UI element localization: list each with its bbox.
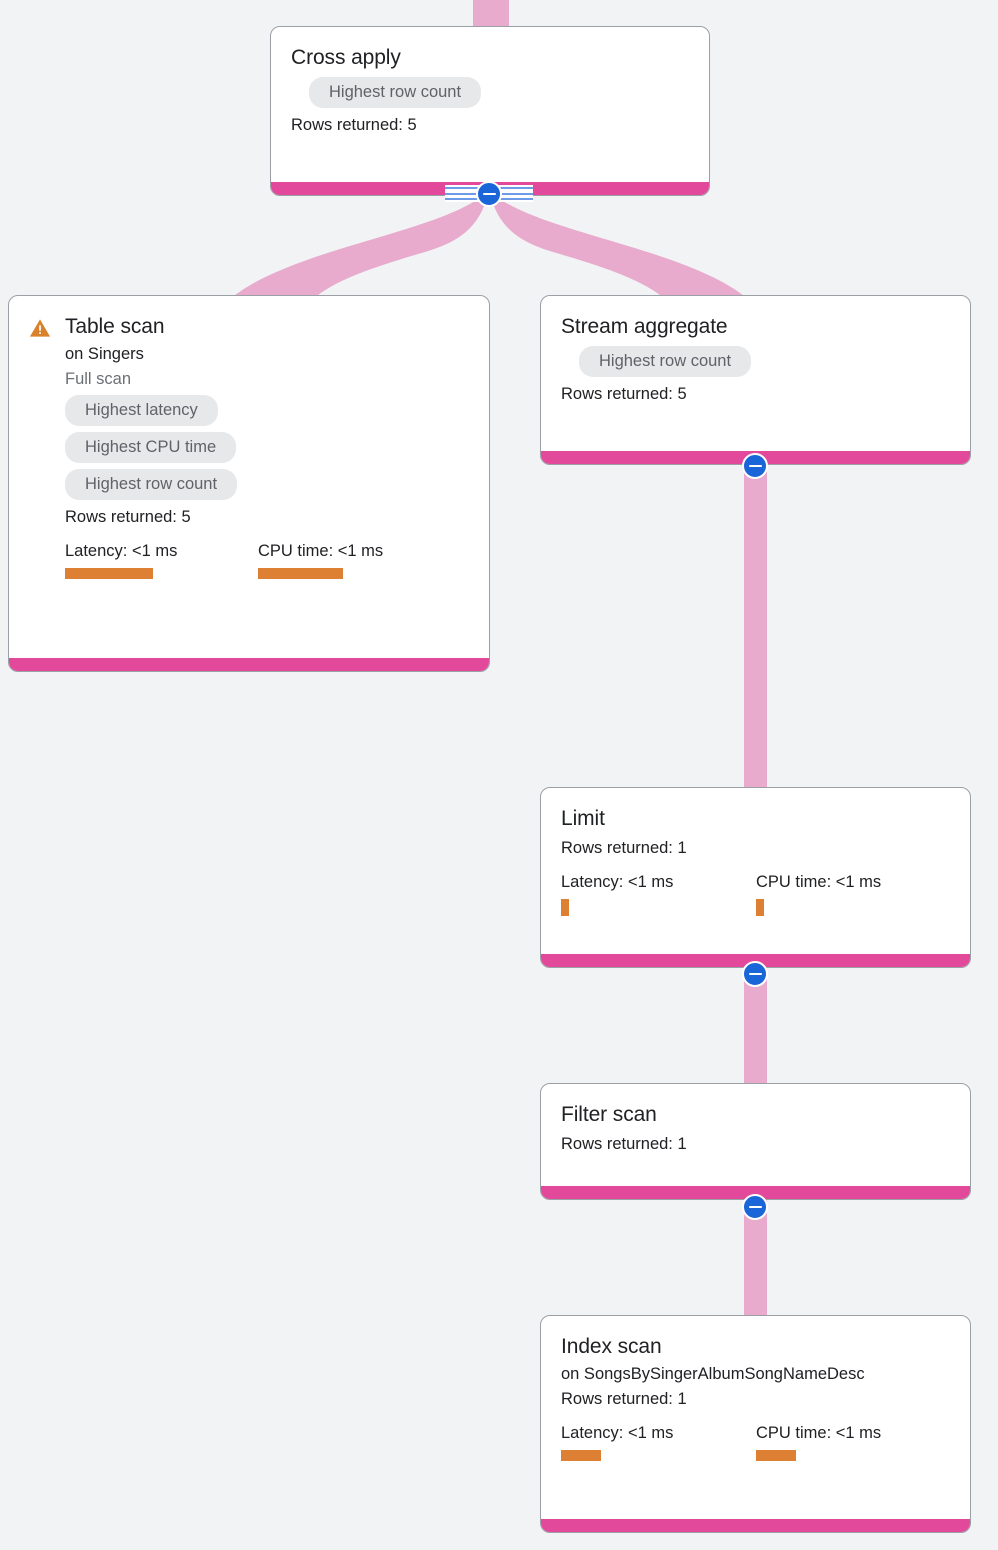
node-stream-aggregate-body: Stream aggregate Highest row count Rows … xyxy=(541,296,970,451)
node-filter-scan-header: Filter scan xyxy=(561,1102,657,1128)
rows-returned-text: Rows returned: 1 xyxy=(561,839,687,857)
node-cross-apply[interactable]: Cross apply Highest row count Rows retur… xyxy=(270,26,710,196)
metric-latency-bar xyxy=(561,899,569,916)
metric-cpu-time-label: CPU time: <1 ms xyxy=(756,1424,882,1442)
node-title: Cross apply xyxy=(291,46,401,69)
node-limit-header: Limit xyxy=(561,806,605,832)
badge-list: Highest latency Highest CPU time Highest… xyxy=(65,392,238,503)
rows-returned-text: Rows returned: 5 xyxy=(65,508,191,526)
collapse-toggle-limit[interactable] xyxy=(742,961,768,987)
node-accent-bar xyxy=(9,658,489,671)
node-title: Table scan xyxy=(65,315,165,338)
rows-returned-text: Rows returned: 1 xyxy=(561,1390,687,1408)
node-index-scan[interactable]: Index scan on SongsBySingerAlbumSongName… xyxy=(540,1315,971,1533)
node-limit-body: Limit Rows returned: 1 Latency: <1 ms CP… xyxy=(541,788,970,954)
badge-highest-row-count: Highest row count xyxy=(309,77,482,108)
metric-cpu-time-bar xyxy=(258,568,343,579)
warning-triangle-icon xyxy=(29,317,51,339)
badge-highest-cpu-time: Highest CPU time xyxy=(65,432,237,463)
metric-cpu-time-bar xyxy=(756,1450,796,1461)
node-filter-scan-body: Filter scan Rows returned: 1 xyxy=(541,1084,970,1186)
metrics-row: Latency: <1 ms CPU time: <1 ms xyxy=(65,540,489,579)
node-table-scan-header: Table scan xyxy=(29,314,165,340)
rows-returned-text: Rows returned: 5 xyxy=(291,116,417,134)
node-accent-bar xyxy=(541,1186,970,1199)
node-table-scan[interactable]: Table scan on Singers Full scan Highest … xyxy=(8,295,490,672)
metrics-row: Latency: <1 ms CPU time: <1 ms xyxy=(561,871,950,916)
metric-latency-bar xyxy=(65,568,153,579)
metric-cpu-time-label: CPU time: <1 ms xyxy=(258,542,384,560)
node-scan-type-text: Full scan xyxy=(65,370,132,388)
node-target-text: on Singers xyxy=(65,345,144,363)
node-stream-aggregate[interactable]: Stream aggregate Highest row count Rows … xyxy=(540,295,971,465)
collapse-toggle-filter-scan[interactable] xyxy=(742,1194,768,1220)
collapse-toggle-stream-aggregate[interactable] xyxy=(742,453,768,479)
metric-latency-label: Latency: <1 ms xyxy=(65,542,178,560)
node-limit[interactable]: Limit Rows returned: 1 Latency: <1 ms CP… xyxy=(540,787,971,968)
metric-latency-label: Latency: <1 ms xyxy=(561,1424,674,1442)
rows-returned-text: Rows returned: 1 xyxy=(561,1135,687,1153)
metric-cpu-time-bar xyxy=(756,899,764,916)
rows-returned-text: Rows returned: 5 xyxy=(561,385,687,403)
metrics-row: Latency: <1 ms CPU time: <1 ms xyxy=(561,1422,950,1461)
badge-highest-row-count: Highest row count xyxy=(579,346,752,377)
metric-latency-label: Latency: <1 ms xyxy=(561,873,674,891)
node-filter-scan[interactable]: Filter scan Rows returned: 1 xyxy=(540,1083,971,1200)
node-stream-aggregate-header: Stream aggregate xyxy=(561,314,728,340)
metric-latency: Latency: <1 ms xyxy=(561,1422,756,1461)
node-title: Index scan xyxy=(561,1335,662,1358)
node-target-text: on SongsBySingerAlbumSongNameDesc xyxy=(561,1365,865,1383)
metric-latency-bar xyxy=(561,1450,601,1461)
metric-latency: Latency: <1 ms xyxy=(561,871,756,916)
edge-crossapply-to-streamaggregate xyxy=(491,196,751,302)
badge-highest-latency: Highest latency xyxy=(65,395,218,426)
metric-cpu-time: CPU time: <1 ms xyxy=(756,871,881,916)
metric-latency: Latency: <1 ms xyxy=(65,540,258,579)
collapse-toggle-cross-apply[interactable] xyxy=(476,181,502,207)
node-table-scan-body: Table scan on Singers Full scan Highest … xyxy=(9,296,489,658)
edge-crossapply-to-tablescan xyxy=(227,196,487,302)
edge-streamaggregate-to-limit xyxy=(744,460,767,790)
node-index-scan-body: Index scan on SongsBySingerAlbumSongName… xyxy=(541,1316,970,1519)
metric-cpu-time: CPU time: <1 ms xyxy=(258,540,383,579)
node-cross-apply-header: Cross apply xyxy=(291,45,401,71)
node-accent-bar xyxy=(541,1519,970,1532)
node-index-scan-header: Index scan xyxy=(561,1334,662,1360)
node-title: Filter scan xyxy=(561,1103,657,1126)
metric-cpu-time-label: CPU time: <1 ms xyxy=(756,873,882,891)
node-title: Limit xyxy=(561,807,605,830)
node-title: Stream aggregate xyxy=(561,315,728,338)
metric-cpu-time: CPU time: <1 ms xyxy=(756,1422,881,1461)
badge-highest-row-count: Highest row count xyxy=(65,469,238,500)
node-cross-apply-body: Cross apply Highest row count Rows retur… xyxy=(271,27,709,182)
